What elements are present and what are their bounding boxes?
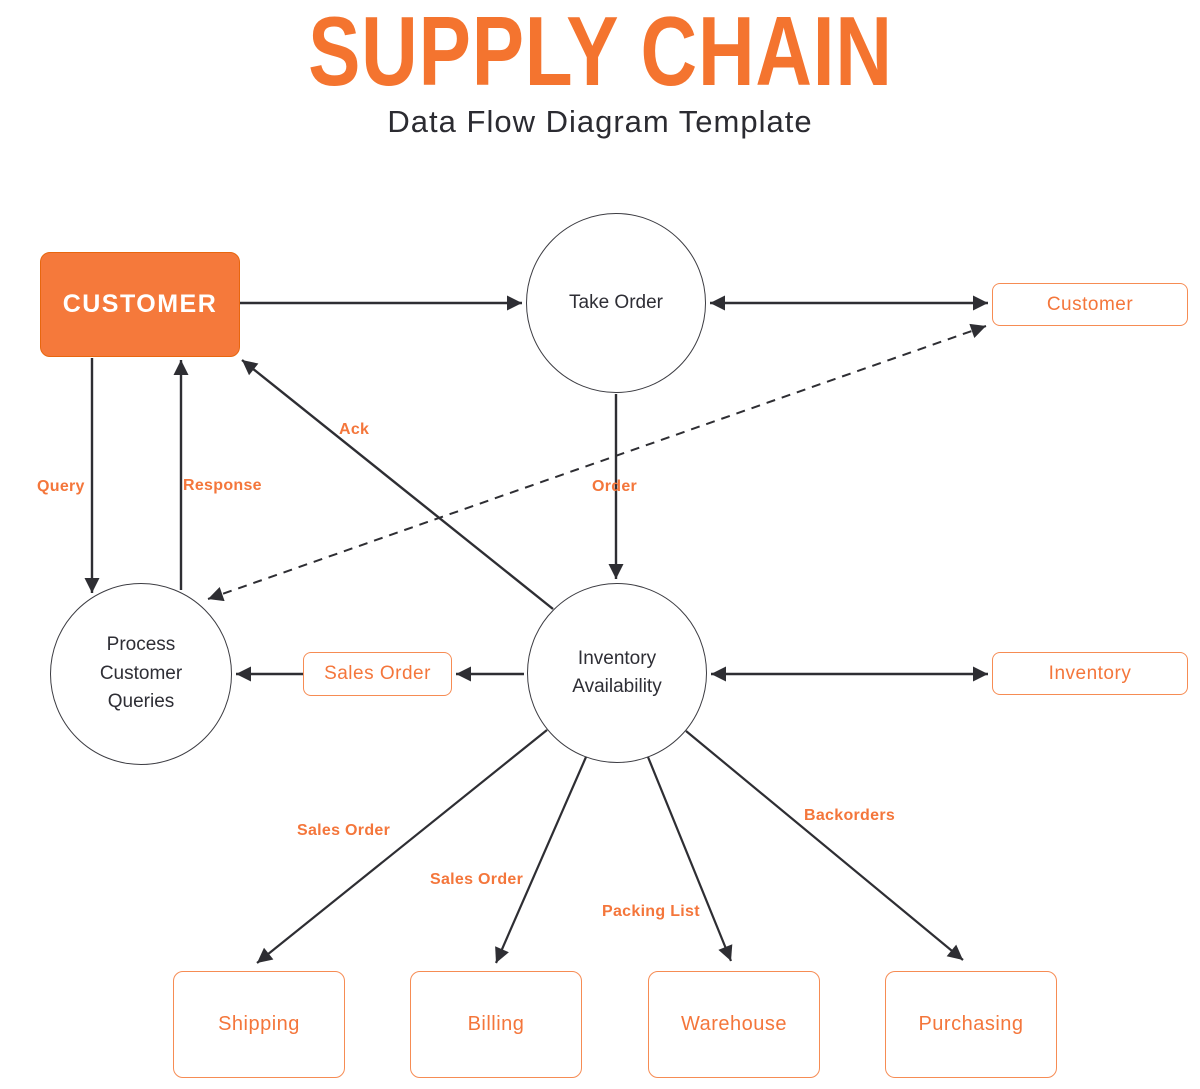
edge-label-order: Order	[592, 478, 638, 495]
node-inventory-availability: Inventory Availability	[527, 583, 707, 763]
node-inventory-store: Inventory	[992, 652, 1188, 695]
edge-to-warehouse	[646, 756, 733, 962]
edge-backorders	[685, 730, 964, 961]
edge-label-sales-order-shipping: Sales Order	[297, 822, 391, 839]
node-process-customer-queries-label: Process Customer Queries	[99, 634, 183, 713]
edge-label-ack: Ack	[339, 421, 370, 438]
node-inventory-availability-label: Inventory Availability	[572, 647, 662, 698]
edge-ack	[241, 359, 554, 610]
node-sales-order-store: Sales Order	[303, 652, 452, 696]
node-customer-store: Customer	[992, 283, 1188, 326]
page-subtitle: Data Flow Diagram Template	[387, 104, 813, 139]
node-billing: Billing	[410, 971, 582, 1078]
edge-label-query: Query	[37, 478, 85, 495]
node-warehouse: Warehouse	[648, 971, 820, 1078]
node-customer-entity: CUSTOMER	[40, 252, 240, 357]
diagram-header: SUPPLY CHAIN Data Flow Diagram Template	[0, 0, 1200, 140]
node-process-customer-queries: Process Customer Queries	[50, 583, 232, 765]
edge-to-shipping	[256, 729, 548, 964]
edge-label-response: Response	[183, 477, 262, 494]
edge-to-billing	[494, 756, 588, 964]
edge-label-packing-list: Packing List	[602, 903, 700, 920]
edge-label-sales-order-billing: Sales Order	[430, 871, 524, 888]
edge-label-backorders: Backorders	[804, 807, 896, 824]
page-title: SUPPLY CHAIN	[307, 0, 893, 106]
node-purchasing: Purchasing	[885, 971, 1057, 1078]
node-take-order: Take Order	[526, 213, 706, 393]
node-shipping: Shipping	[173, 971, 345, 1078]
